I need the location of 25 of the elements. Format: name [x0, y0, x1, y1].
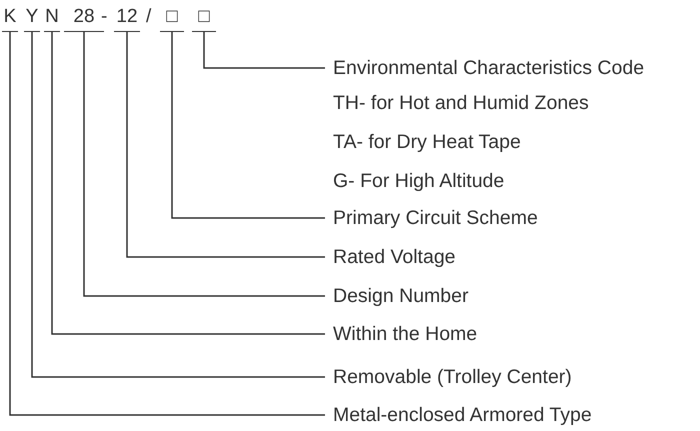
leader-line [51, 32, 325, 335]
code-character: 12 [114, 4, 140, 32]
designation-description: Within the Home [333, 322, 478, 346]
separator-symbol: / [146, 5, 152, 29]
code-option-note: TH- for Hot and Humid Zones [333, 91, 589, 115]
leader-line [9, 32, 325, 416]
designation-description: Metal-enclosed Armored Type [333, 403, 592, 427]
designation-description: Environmental Characteristics Code [333, 56, 644, 80]
leader-line [83, 32, 325, 297]
separator-symbol: - [101, 5, 108, 29]
designation-description: Design Number [333, 284, 468, 308]
code-character: N [44, 4, 60, 32]
code-option-note: G- For High Altitude [333, 169, 504, 193]
leader-line [171, 32, 325, 219]
designation-description: Rated Voltage [333, 245, 456, 269]
code-character: □ [160, 4, 184, 32]
code-character: K [2, 4, 18, 32]
leader-line [126, 32, 325, 258]
code-character: Y [24, 4, 40, 32]
designation-description: Removable (Trolley Center) [333, 365, 572, 389]
code-option-note: TA- for Dry Heat Tape [333, 130, 521, 154]
designation-description: Primary Circuit Scheme [333, 206, 538, 230]
leader-line [203, 32, 325, 69]
code-character: □ [192, 4, 216, 32]
leader-line [31, 32, 325, 378]
